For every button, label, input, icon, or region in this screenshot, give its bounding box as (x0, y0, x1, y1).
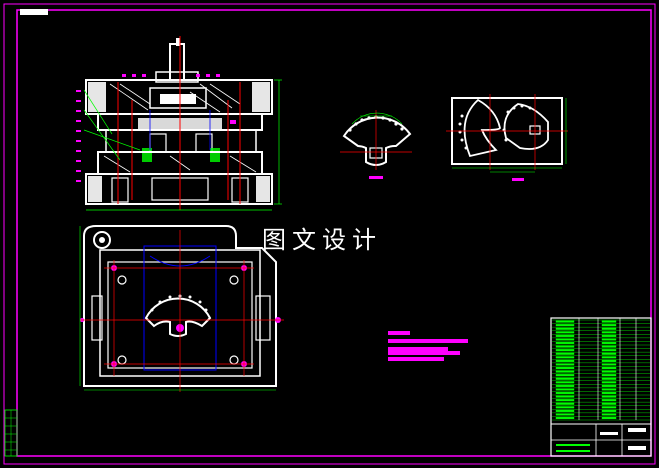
title-block-row-entry (601, 395, 617, 398)
title-block-row-entry (601, 409, 617, 412)
title-block-row-entry (555, 406, 575, 409)
strip-view-label (512, 178, 524, 181)
title-block-row-entry (555, 374, 575, 377)
title-block-row-entry (555, 399, 575, 402)
title-block-row-entry (555, 402, 575, 405)
sheet-border (3, 3, 656, 465)
title-block-row-entry (601, 324, 617, 327)
title-block-row-entry (601, 381, 617, 384)
title-block-row-entry (555, 359, 575, 362)
title-block-row-entry (601, 374, 617, 377)
title-block (550, 317, 652, 457)
title-block-row-entry (601, 367, 617, 370)
title-block-row-entry (601, 352, 617, 355)
title-block-row-entry (555, 377, 575, 380)
title-block-row-entry (555, 352, 575, 355)
title-block-row-entry (555, 334, 575, 337)
title-block-row-entry (601, 349, 617, 352)
title-block-row-entry (601, 356, 617, 359)
title-block-row-entry (601, 402, 617, 405)
title-block-row-entry (601, 399, 617, 402)
title-block-row-entry (601, 413, 617, 416)
title-block-row-entry (601, 406, 617, 409)
title-block-row-entry (601, 384, 617, 387)
title-block-row-entry (555, 342, 575, 345)
title-block-row-entry (555, 338, 575, 341)
title-block-row-entry (555, 392, 575, 395)
title-block-row-entry (601, 320, 617, 323)
title-block-row-entry (555, 324, 575, 327)
title-block-row-entry (555, 349, 575, 352)
punch-profile-view (340, 110, 412, 179)
title-block-row-entry (555, 381, 575, 384)
die-plan-view (79, 225, 284, 392)
title-block-row-entry (555, 417, 575, 420)
title-block-row-entry (601, 327, 617, 330)
title-block-row-entry (601, 392, 617, 395)
title-block-row-entry (601, 377, 617, 380)
title-block-row-entry (601, 342, 617, 345)
title-block-row-entry (601, 334, 617, 337)
title-block-row-entry (601, 331, 617, 334)
title-block-row-entry (555, 327, 575, 330)
blank-strip-view (446, 94, 568, 181)
title-block-row-entry (601, 417, 617, 420)
assembly-section-view (76, 36, 282, 211)
title-block-row-entry (555, 356, 575, 359)
title-block-row-entry (601, 370, 617, 373)
title-block-row-entry (555, 370, 575, 373)
title-block-row-entry (555, 384, 575, 387)
watermark-text: 图文设计 (262, 226, 382, 254)
title-block-row-entry (555, 363, 575, 366)
title-block-row-entry (555, 320, 575, 323)
title-block-row-entry (555, 345, 575, 348)
title-block-row-entry (555, 331, 575, 334)
punch-view-label (369, 176, 383, 179)
title-block-row-entry (555, 388, 575, 391)
title-block-row-entry (555, 413, 575, 416)
title-block-row-entry (601, 363, 617, 366)
title-block-row-entry (601, 345, 617, 348)
title-block-row-entry (555, 409, 575, 412)
title-block-row-entry (601, 338, 617, 341)
title-block-row-entry (555, 367, 575, 370)
drawing-number-box (20, 9, 48, 15)
title-block-row-entry (601, 359, 617, 362)
technical-notes (388, 331, 468, 361)
title-block-row-entry (601, 388, 617, 391)
title-block-row-entry (555, 395, 575, 398)
